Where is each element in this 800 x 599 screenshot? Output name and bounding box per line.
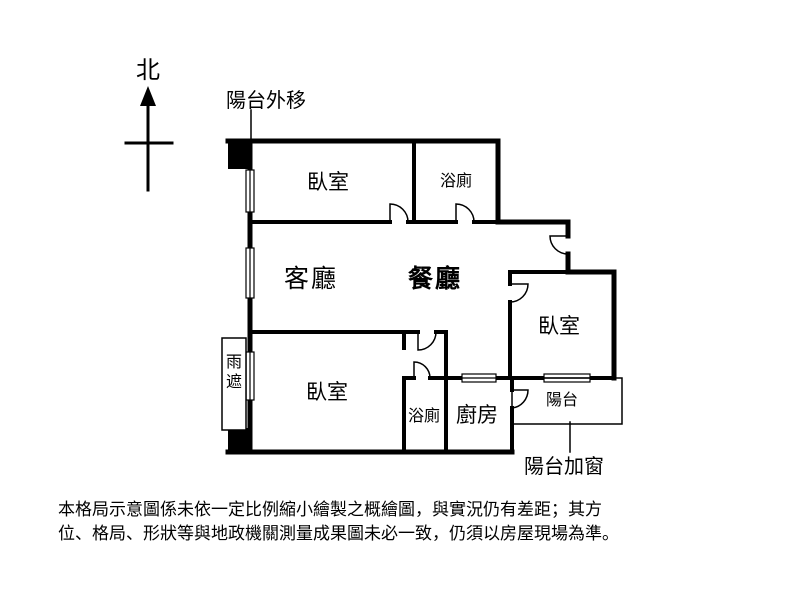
callout-balcony-window: 陽台加窗 [524, 454, 604, 478]
balcony-outline [511, 377, 623, 425]
label-dining-room: 餐廳 [408, 264, 463, 293]
north-label: 北 [136, 56, 160, 84]
label-bedroom-south: 臥室 [306, 380, 348, 404]
label-kitchen: 廚房 [456, 403, 498, 427]
north-arrow-icon [124, 86, 174, 192]
door-swings [389, 203, 569, 409]
label-awning: 雨遮 [225, 352, 242, 391]
label-bath-south: 浴廁 [408, 406, 441, 425]
disclaimer-line-1: 本格局示意圖係未依一定比例縮小繪製之概繪圖，與實況仍有差距；其方 [58, 500, 602, 520]
label-bedroom-north: 臥室 [307, 170, 349, 194]
label-living-room: 客廳 [284, 264, 339, 293]
disclaimer-line-2: 位、格局、形狀等與地政機關測量成果圖未必一致，仍須以房屋現場為準。 [58, 524, 619, 544]
label-balcony: 陽台 [546, 390, 579, 409]
label-bath-north: 浴廁 [440, 171, 473, 190]
callout-balcony-moved-out: 陽台外移 [226, 88, 306, 112]
label-bedroom-east: 臥室 [538, 314, 580, 338]
disclaimer: 本格局示意圖係未依一定比例縮小繪製之概繪圖，與實況仍有差距；其方 位、格局、形狀… [58, 498, 758, 546]
awning-box [221, 337, 247, 431]
